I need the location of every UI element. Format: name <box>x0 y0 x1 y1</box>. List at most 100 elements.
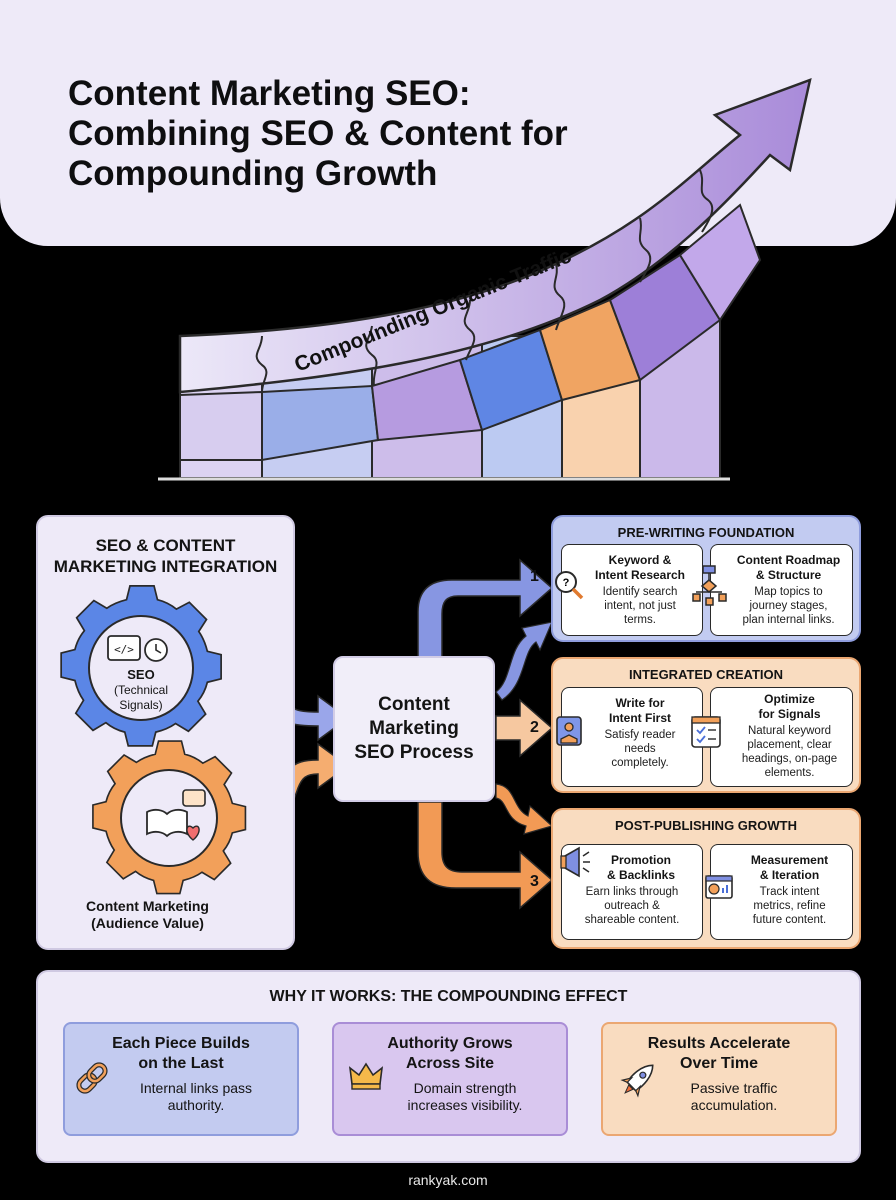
card-text: Natural keyword placement, clear headings,… <box>711 724 852 780</box>
benefit-text-line: Passive traffic <box>690 1080 778 1096</box>
card-text-line: plan internal links. <box>742 614 835 626</box>
step-number-1: 1 <box>530 568 539 585</box>
integration-title-line-2: MARKETING INTEGRATION <box>53 557 278 576</box>
cm-label-2: (Audience Value) <box>91 915 204 931</box>
benefit-title-line: Each Piece Builds <box>112 1035 250 1052</box>
footer-credit: rankyak.com <box>408 1172 488 1188</box>
chain-link-icon <box>76 1062 108 1094</box>
card-title-line: for Signals <box>758 707 821 721</box>
cm-label-1: Content Marketing <box>86 898 209 914</box>
card-text-line: intent, not just <box>604 600 676 612</box>
center-line-1: Content <box>378 694 450 715</box>
megaphone-icon <box>560 846 590 878</box>
step-1-arrow <box>417 558 554 659</box>
card-text-line: completely. <box>611 757 669 769</box>
benefit-text-line: increases visibility. <box>407 1097 523 1113</box>
seo-label: SEO (Technical Signals) <box>96 667 186 713</box>
card-text-line: future content. <box>752 914 827 926</box>
step-1-branch-arrow <box>495 621 554 701</box>
title-line-2: Combining SEO & Content for <box>68 114 568 153</box>
card-promotion-backlinks: Promotion& Backlinks Earn links through o… <box>561 844 703 940</box>
card-title-line: Intent First <box>609 711 671 725</box>
card-text-line: Earn links through <box>585 886 679 898</box>
benefit-title-line: Across Site <box>405 1055 495 1072</box>
magnifier-icon: ? <box>555 571 584 600</box>
card-title: Measurement& Iteration <box>711 853 852 883</box>
svg-text:</>: </> <box>114 643 134 656</box>
benefit-title: Each Piece Builds on the Last <box>65 1034 297 1074</box>
integration-title-line-1: SEO & CONTENT <box>95 536 236 555</box>
rocket-icon <box>620 1064 654 1098</box>
title-line-1: Content Marketing SEO: <box>68 74 471 113</box>
card-text-line: headings, on-page <box>741 753 838 765</box>
card-text-line: terms. <box>624 614 656 626</box>
process-center-box: Content Marketing SEO Process <box>333 656 495 802</box>
card-title-line: Write for <box>615 696 665 710</box>
svg-text:?: ? <box>563 577 570 589</box>
crown-icon <box>348 1062 384 1090</box>
content-gear-icon <box>92 740 247 895</box>
benefit-title-line: Authority Grows <box>387 1035 513 1052</box>
stage-title: INTEGRATED CREATION <box>628 667 784 682</box>
card-text: Earn links through outreach & shareable co… <box>562 885 702 927</box>
stage-title: POST-PUBLISHING GROWTH <box>615 818 797 833</box>
step-number-2: 2 <box>530 719 539 736</box>
why-title: WHY IT WORKS: THE COMPOUNDING EFFECT <box>269 988 628 1005</box>
step-2-arrow <box>495 698 554 758</box>
benefit-text-line: authority. <box>167 1097 225 1113</box>
card-title-line: Measurement <box>750 853 829 867</box>
sitemap-icon <box>692 565 727 606</box>
card-text-line: placement, clear <box>747 739 832 751</box>
content-marketing-label: Content Marketing (Audience Value) <box>0 898 295 932</box>
card-title-line: & Backlinks <box>606 868 676 882</box>
step-number-3: 3 <box>530 873 539 890</box>
card-title-line: & Iteration <box>759 868 820 882</box>
benefit-title-line: on the Last <box>138 1055 224 1072</box>
center-line-3: SEO Process <box>354 742 474 763</box>
card-text-line: metrics, refine <box>753 900 826 912</box>
card-text-line: Identify search <box>602 586 678 598</box>
stage-title: PRE-WRITING FOUNDATION <box>617 525 795 540</box>
card-text-line: outreach & <box>604 900 660 912</box>
card-title-line: Promotion <box>611 853 671 867</box>
puzzle-band <box>179 203 762 462</box>
card-title-line: Optimize <box>764 692 815 706</box>
growth-graphic: Compounding Organic Traffic <box>158 78 812 481</box>
card-title: Content Roadmap& Structure <box>711 553 852 583</box>
benefit-text-line: accumulation. <box>690 1097 778 1113</box>
card-text-line: Natural keyword <box>747 725 832 737</box>
reader-icon <box>556 716 582 746</box>
benefit-text-line: Domain strength <box>413 1080 517 1096</box>
card-text-line: Satisfy reader <box>604 729 676 741</box>
integration-title: SEO & CONTENT MARKETING INTEGRATION <box>38 535 293 577</box>
card-title-line: Intent Research <box>594 568 686 582</box>
card-text-line: Map topics to <box>754 586 823 598</box>
growth-arrow <box>178 78 812 394</box>
seo-sub-1: (Technical <box>113 683 169 697</box>
seo-gear-icon: </> <box>60 585 222 747</box>
card-text: Map topics to journey stages, plan interna… <box>711 585 852 627</box>
card-keyword-research: Keyword &Intent Research Identify search… <box>561 544 703 636</box>
card-text-line: shareable content. <box>584 914 680 926</box>
why-it-works-panel: WHY IT WORKS: THE COMPOUNDING EFFECT Eac… <box>36 970 861 1163</box>
checklist-icon <box>691 716 721 748</box>
card-text-line: journey stages, <box>749 600 828 612</box>
card-title-line: Content Roadmap <box>736 553 841 567</box>
seo-sub-2: Signals) <box>119 698 163 712</box>
benefit-title-line: Results Accelerate <box>647 1035 791 1052</box>
seo-title: SEO <box>127 667 155 682</box>
stage-pre-writing: PRE-WRITING FOUNDATION Keyword &Intent R… <box>551 515 861 642</box>
